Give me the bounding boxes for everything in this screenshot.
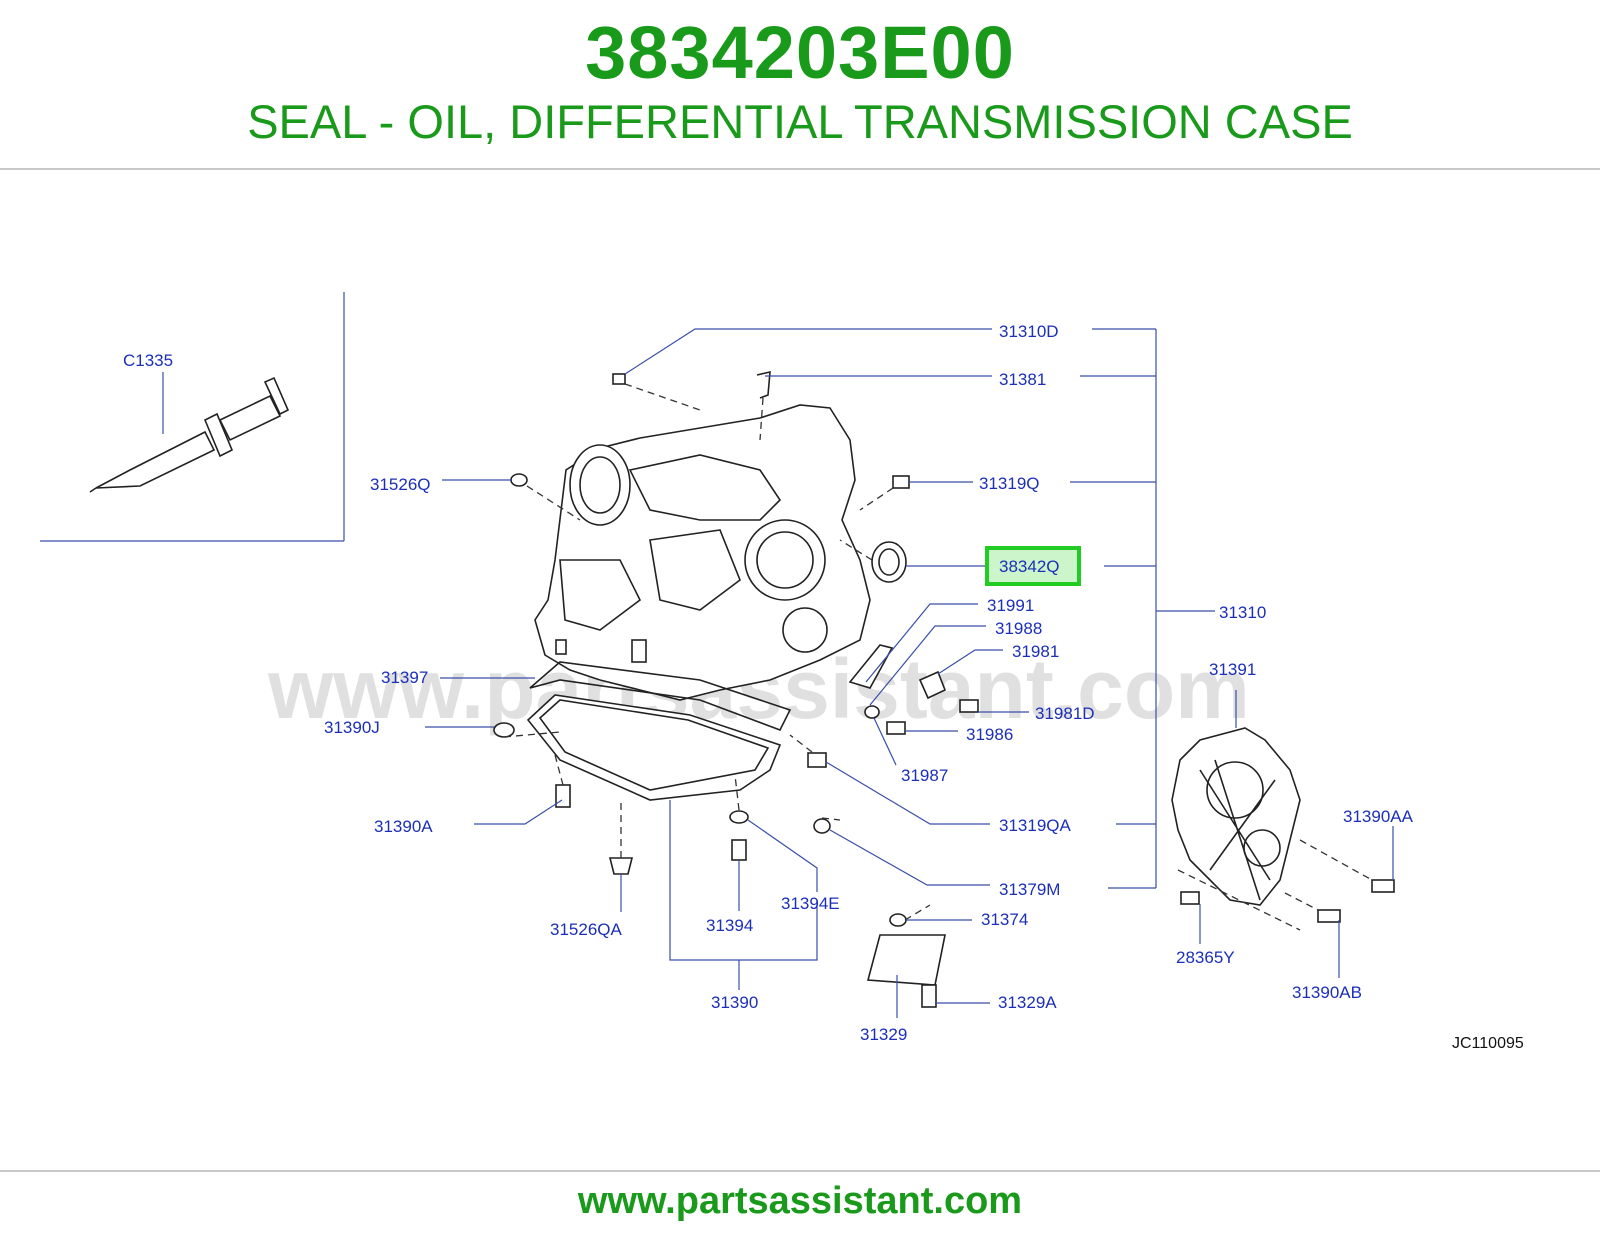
nut-31379m — [813, 818, 831, 834]
label-38342q-highlighted[interactable]: 38342Q — [999, 557, 1060, 576]
part-description: SEAL - OIL, DIFFERENTIAL TRANSMISSION CA… — [247, 95, 1353, 148]
part-number: 3834203E00 — [585, 11, 1015, 94]
bolt-31390a — [555, 784, 571, 808]
oil-seal-38342q — [871, 541, 907, 583]
washer-31374 — [889, 913, 907, 927]
oring-31526q — [510, 473, 528, 487]
plug-31319q — [892, 475, 910, 489]
oil-pan-drawing — [526, 661, 792, 801]
label-31981d[interactable]: 31981D — [1035, 704, 1095, 723]
label-31390ab[interactable]: 31390AB — [1292, 983, 1362, 1002]
label-31319qa[interactable]: 31319QA — [999, 816, 1071, 835]
label-31390j[interactable]: 31390J — [324, 718, 380, 737]
sealant-tube-drawing — [89, 376, 290, 493]
label-31310[interactable]: 31310 — [1219, 603, 1266, 622]
transmission-case-drawing — [534, 404, 871, 701]
label-31390[interactable]: 31390 — [711, 993, 758, 1012]
label-c1335[interactable]: C1335 — [123, 351, 173, 370]
label-31981[interactable]: 31981 — [1012, 642, 1059, 661]
side-cover-drawing — [1171, 727, 1301, 906]
sensor-28365y — [1180, 891, 1200, 905]
highlight-box — [985, 546, 1081, 586]
reference-code: JC110095 — [1452, 1035, 1524, 1052]
label-31390aa[interactable]: 31390AA — [1343, 807, 1414, 826]
parts-diagram: www.partsassistant.com C1335 — [40, 292, 1524, 1052]
label-31379m[interactable]: 31379M — [999, 880, 1060, 899]
bolt-31390aa — [1371, 879, 1395, 893]
plug-31319qa — [807, 752, 827, 768]
small-parts-drawing — [493, 370, 1395, 1008]
label-31526q[interactable]: 31526Q — [370, 475, 431, 494]
label-31988[interactable]: 31988 — [995, 619, 1042, 638]
bolt-31329a — [921, 984, 937, 1008]
label-31991[interactable]: 31991 — [987, 596, 1034, 615]
label-31310d[interactable]: 31310D — [999, 322, 1059, 341]
label-31390a[interactable]: 31390A — [374, 817, 433, 836]
sensor-31981 — [918, 670, 947, 700]
header: 3834203E00 SEAL - OIL, DIFFERENTIAL TRAN… — [0, 0, 1600, 170]
pin-31310d — [612, 373, 626, 385]
label-31374[interactable]: 31374 — [981, 910, 1028, 929]
label-31319q[interactable]: 31319Q — [979, 474, 1040, 493]
breather-31381 — [756, 370, 771, 399]
label-31381[interactable]: 31381 — [999, 370, 1046, 389]
label-31397[interactable]: 31397 — [381, 668, 428, 687]
bolt-31981d — [959, 699, 979, 713]
label-31394e[interactable]: 31394E — [781, 894, 840, 913]
label-31329[interactable]: 31329 — [860, 1025, 907, 1044]
label-31329a[interactable]: 31329A — [998, 993, 1057, 1012]
header-divider — [0, 168, 1600, 170]
bolt-31390ab — [1317, 909, 1341, 923]
label-31391[interactable]: 31391 — [1209, 660, 1256, 679]
bracket-31329 — [866, 934, 946, 986]
footer-url[interactable]: www.partsassistant.com — [577, 1180, 1023, 1222]
label-31526qa[interactable]: 31526QA — [550, 920, 622, 939]
washer-31987 — [864, 705, 880, 719]
label-28365y[interactable]: 28365Y — [1176, 948, 1235, 967]
label-31394[interactable]: 31394 — [706, 916, 753, 935]
leader-lines — [425, 328, 1394, 1018]
footer-divider — [0, 1170, 1600, 1172]
inset-frame — [40, 292, 345, 542]
bracket-31991 — [848, 644, 894, 689]
cap-31526qa — [608, 857, 634, 875]
drain-plug-31394 — [731, 839, 747, 861]
washer-31394e — [729, 810, 749, 824]
label-31987[interactable]: 31987 — [901, 766, 948, 785]
grommet-31390j — [493, 722, 515, 738]
part-labels: 31310D 31381 31526Q 31319Q 38342Q 31310 … — [324, 322, 1524, 1052]
pin-31986 — [886, 721, 906, 735]
assembly-lines — [503, 383, 1373, 931]
label-31986[interactable]: 31986 — [966, 725, 1013, 744]
